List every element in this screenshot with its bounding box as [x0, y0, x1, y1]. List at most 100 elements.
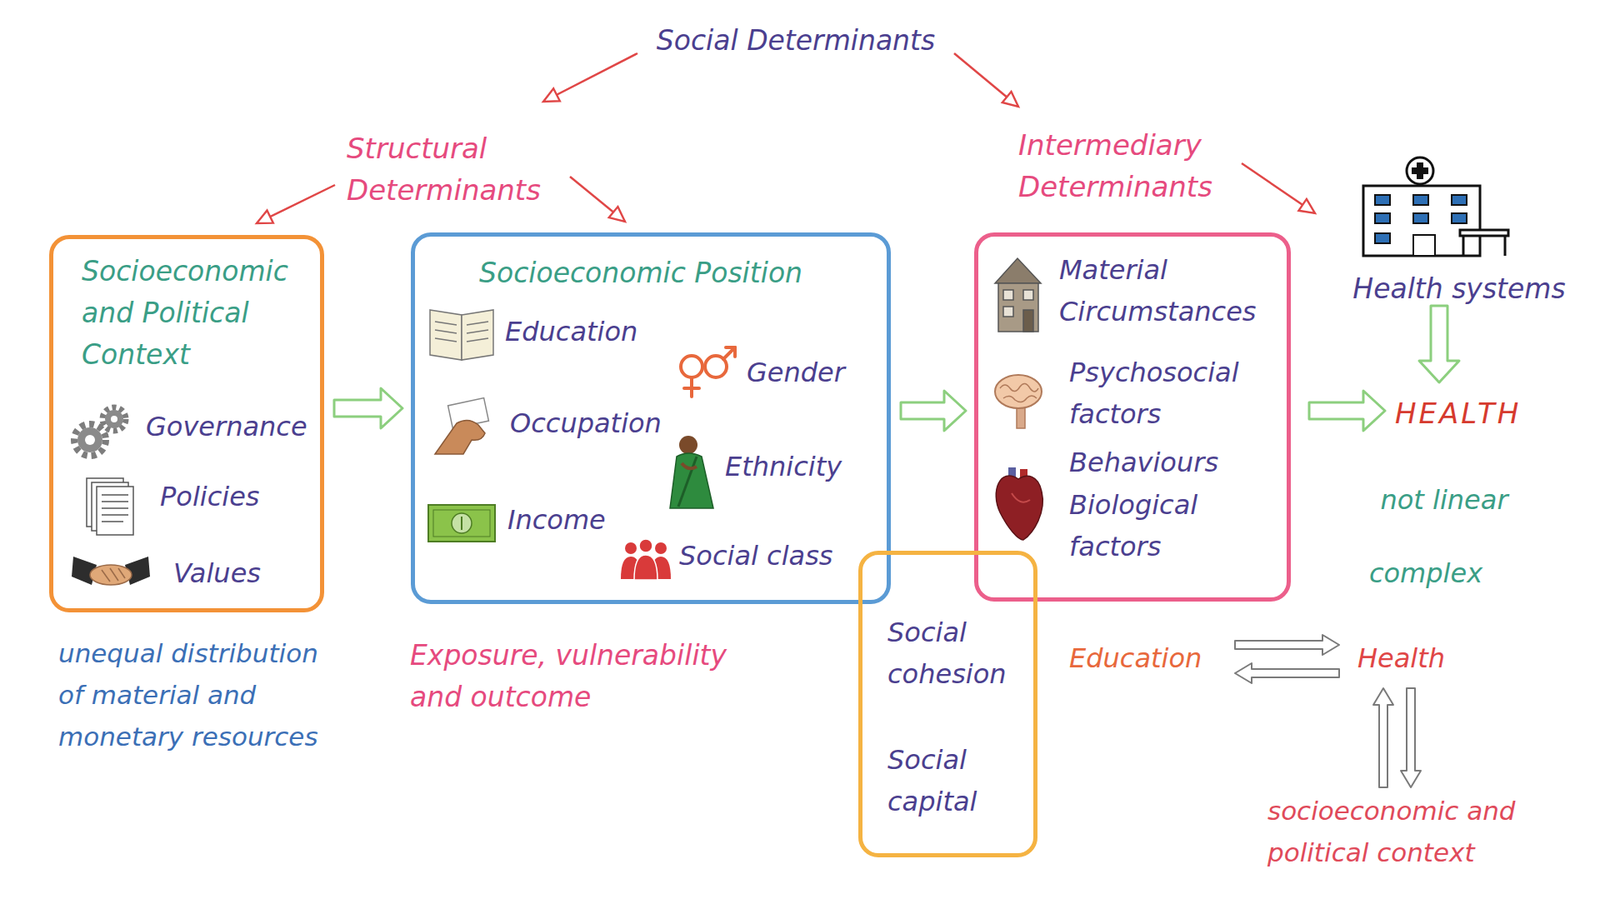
note-text: complex [1369, 552, 1483, 595]
banknote-icon [433, 510, 490, 537]
gender-symbol [684, 386, 700, 390]
relation-label: Health [1357, 637, 1445, 680]
handshake-icon [110, 568, 119, 581]
brain-icon [995, 375, 1042, 409]
flow-arrow [900, 390, 966, 431]
double-arrow [1235, 663, 1340, 684]
gears-icon [77, 427, 103, 453]
context-box: Socioeconomic and Political ContextGover… [49, 235, 325, 613]
card-hand-icon [435, 420, 485, 455]
factor-text: Values [173, 552, 261, 595]
heart-icon [995, 475, 1043, 540]
brain-icon [1000, 383, 1039, 392]
hospital-icon [1451, 213, 1467, 224]
card-hand-icon [435, 398, 489, 455]
note-text: not linear [1380, 479, 1508, 521]
green-arrow [1419, 305, 1460, 383]
book-icon [435, 330, 457, 334]
hospital-icon [1363, 157, 1509, 256]
position-box: Socioeconomic PositionEducationGenderOcc… [410, 232, 891, 605]
handshake-icon [90, 565, 132, 585]
people-icon [639, 539, 653, 553]
diagram-heading: Social Determinants [656, 20, 935, 62]
category-label: Intermediary Determinants [1018, 124, 1235, 208]
double-arrow [1235, 635, 1340, 655]
factor-text: Material Circumstances [1059, 249, 1276, 333]
house-icon [1023, 310, 1034, 332]
red-arrow [570, 176, 625, 222]
red-arrow [954, 53, 1019, 107]
factor-text: Psychosocial factors [1069, 351, 1286, 435]
factor-text: Ethnicity [725, 445, 842, 488]
double-arrow [1400, 688, 1421, 788]
person-figure [681, 463, 697, 469]
gears-icon [110, 415, 118, 423]
house-icon [998, 283, 1039, 332]
red-arrow [256, 53, 1315, 224]
hospital-icon [1375, 195, 1390, 205]
gears-icon [74, 424, 106, 456]
hospital-icon [1375, 213, 1390, 224]
banknote-icon [428, 505, 495, 542]
gears-icon [102, 407, 126, 431]
red-arrow [1241, 163, 1315, 214]
handshake-icon [101, 570, 110, 582]
people-icon [620, 539, 671, 580]
person-figure [679, 435, 698, 455]
book-icon [435, 338, 457, 342]
factor-text: Policies [160, 475, 260, 518]
house-icon [995, 258, 1041, 284]
documents-icon [101, 514, 129, 516]
hospital-icon [1411, 167, 1429, 175]
category-label: Structural Determinants [346, 127, 564, 211]
red-arrow [256, 185, 335, 224]
book-icon [430, 310, 494, 360]
brain-icon [1003, 395, 1037, 403]
factor-text: Education [505, 310, 638, 353]
banknote-icon [428, 505, 495, 542]
factor-text: Biological factors [1069, 484, 1286, 568]
gender-symbol [680, 347, 735, 397]
hospital-icon [1363, 185, 1480, 256]
factor-text: Governance [145, 405, 308, 448]
gender-symbol [680, 355, 703, 378]
flow-arrow [334, 388, 403, 429]
house-icon [1003, 290, 1014, 300]
book-icon [430, 310, 462, 360]
book-icon [466, 321, 489, 325]
house-icon [1003, 306, 1014, 317]
book-icon [466, 338, 489, 342]
people-icon [634, 555, 658, 580]
factor-text: Social class [679, 535, 833, 577]
house-icon [995, 258, 1041, 332]
documents-icon [101, 520, 124, 523]
outcome-label: HEALTH [1395, 392, 1521, 435]
relation-label: socioeconomic and political context [1267, 790, 1543, 874]
factor-text: Behaviours [1069, 441, 1219, 484]
gender-symbol [733, 347, 737, 357]
green-arrow [1309, 390, 1385, 431]
banknote-icon [451, 513, 472, 534]
gears-icon [85, 435, 95, 445]
hospital-icon [1504, 235, 1507, 256]
house-icon [1023, 290, 1034, 300]
factor-text: Social capital [887, 739, 1030, 823]
gears-icon [74, 407, 126, 456]
factor-text: Occupation [510, 402, 662, 445]
hospital-icon [1406, 157, 1434, 185]
note-text: unequal distribution of material and mon… [58, 632, 335, 758]
book-icon [466, 330, 489, 334]
hospital-icon [1413, 235, 1435, 256]
hospital-icon [1462, 235, 1465, 256]
note-text: Exposure, vulnerability and outcome [410, 635, 760, 719]
person-figure [670, 435, 714, 509]
brain-icon [995, 375, 1042, 429]
documents-icon [101, 500, 129, 503]
double-arrow [1373, 688, 1394, 788]
factor-text: Social cohesion [887, 611, 1030, 695]
relation-label: Education [1069, 637, 1202, 680]
factor-text: Income [507, 499, 606, 541]
